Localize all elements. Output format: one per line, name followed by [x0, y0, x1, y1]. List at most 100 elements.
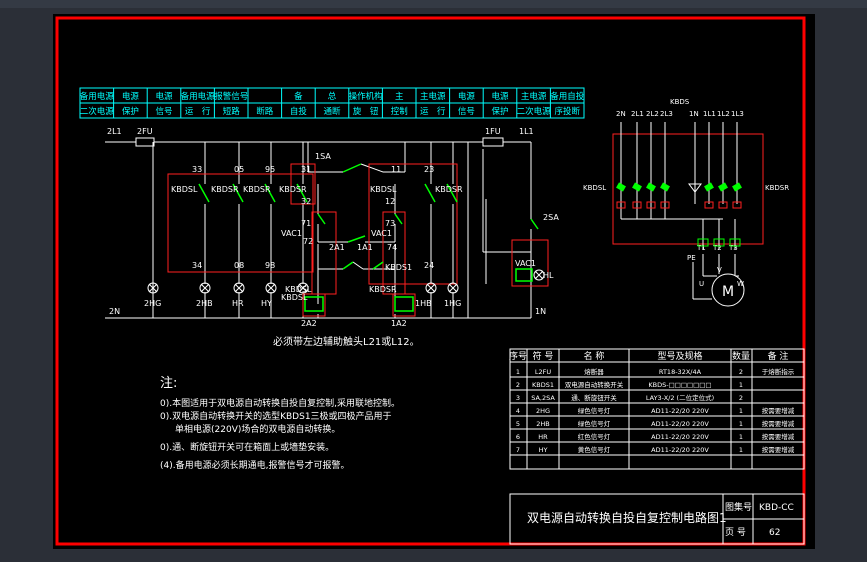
motor-top-1n: 1N: [689, 110, 699, 118]
header-cell-12-0: 电源: [491, 91, 509, 102]
fuse-2fu: [135, 137, 155, 147]
bom-cell-5-1: HR: [538, 433, 548, 441]
bom-header-4: 数量: [732, 350, 750, 362]
bom-cell-4-0: 5: [516, 420, 520, 428]
bom-cell-6-3: AD11-22/20 220V: [651, 446, 709, 454]
lamp-2hg-icon: [147, 282, 159, 294]
notes-title: 注:: [160, 376, 177, 391]
bom-cell-6-5: 按需要增减: [762, 445, 795, 454]
coil-vac1: [515, 268, 533, 282]
lamp-1hb-icon: [425, 282, 437, 294]
label-kbdsl-coil: KBDSL: [281, 293, 308, 302]
label-71: 71: [301, 219, 311, 228]
label-1fu: 1FU: [485, 127, 501, 136]
bom-cell-0-3: RT18-32X/4A: [659, 368, 702, 376]
bom-cell-3-0: 4: [516, 407, 520, 415]
label-33: 33: [192, 165, 202, 174]
label-hl: HL: [543, 271, 554, 280]
page-number: 62: [769, 528, 780, 538]
label-1sa: 1SA: [315, 152, 331, 161]
note-item-5: (4).备用电源必须长期通电,报警信号才可报警。: [160, 459, 349, 471]
bom-cell-4-5: 按需要增减: [762, 419, 795, 428]
lamp-1hg-icon: [447, 282, 459, 294]
bom-cell-1-0: 2: [516, 381, 520, 389]
bom-table: [509, 348, 805, 470]
label-2n: 2N: [109, 307, 120, 316]
bom-cell-4-3: AD11-22/20 220V: [651, 420, 709, 428]
fuse-1fu: [482, 137, 504, 147]
bom-header-1: 符 号: [533, 350, 554, 362]
label-kbdsr-1: KBDSR: [211, 185, 239, 194]
atlas-number-label: 图集号: [725, 501, 752, 513]
contacts: [198, 163, 539, 270]
control-circuit-wiring: [105, 141, 532, 319]
header-cell-4-0: 报警信号: [214, 91, 248, 102]
circuit-caption: 必须带左边辅助触头L21或L12。: [273, 335, 420, 348]
header-cell-8-0: 操作机构: [349, 91, 383, 102]
bom-cell-0-4: 2: [739, 368, 743, 376]
bom-cell-2-3: LAY3-X/2 (二位定位式): [646, 393, 714, 402]
header-cell-14-0: 备用自投: [550, 91, 585, 102]
bom-cell-2-2: 通、断旋钮开关: [571, 393, 617, 402]
label-05: 05: [234, 165, 244, 174]
notes-block: 注: 0).本图适用于双电源自动转换自投自复控制,采用联地控制。 0).双电源自…: [160, 376, 400, 471]
header-cell-12-1: 保护: [491, 106, 508, 117]
header-cell-9-1: 控制: [391, 106, 408, 117]
drawing-title: 双电源自动转换自投自复控制电路图1: [527, 510, 727, 525]
label-32: 32: [301, 197, 311, 206]
motor-top-1l1: 1L1: [703, 110, 716, 118]
bom-cell-5-4: 1: [739, 433, 743, 441]
bom-header-5: 备 注: [768, 350, 789, 362]
atlas-number: KBD-CC: [759, 503, 794, 513]
label-kbdsr-4: KBDSR: [435, 185, 463, 194]
header-cell-11-0: 电源: [458, 91, 476, 102]
note-item-4: 0).通、断旋钮开关可在箱面上或墙垫安装。: [160, 441, 334, 453]
header-cell-10-1: 运 行: [420, 106, 446, 117]
bom-cell-0-2: 熔断器: [584, 367, 604, 376]
motor-kbds-label: KBDS: [670, 98, 690, 106]
label-23: 23: [424, 165, 434, 174]
label-coil-kbdsl: KBDSL: [285, 285, 312, 294]
header-cell-13-1: 二次电源: [517, 106, 552, 117]
label-95: 95: [265, 165, 275, 174]
label-98: 98: [265, 261, 275, 270]
label-11: 11: [391, 165, 401, 174]
label-kbdsl-2: KBDSL: [370, 185, 397, 194]
header-cell-3-0: 备用电源: [181, 91, 216, 102]
header-cell-3-1: 运 行: [185, 106, 211, 117]
motor-top-2n: 2N: [616, 110, 626, 118]
window-top-strip: [0, 0, 867, 8]
label-12: 12: [385, 197, 395, 206]
header-cell-0-0: 备用电源: [80, 91, 115, 102]
coil-kbdsr: [394, 296, 414, 312]
motor-t1: T1: [696, 244, 706, 252]
label-2l1: 2L1: [107, 127, 122, 136]
header-cell-7-0: 总: [328, 91, 337, 102]
motor-w: W: [737, 280, 744, 288]
lamp-hr-icon: [233, 282, 245, 294]
header-cell-7-1: 通断: [323, 106, 341, 117]
bom-cell-6-2: 黄色信号灯: [578, 445, 611, 454]
bom-cell-6-1: HY: [539, 446, 548, 454]
header-cell-4-1: 短路: [223, 106, 241, 117]
bom-cell-4-1: 2HB: [536, 420, 549, 428]
motor-top-2l2: 2L2: [646, 110, 659, 118]
bom-cell-2-1: SA,2SA: [531, 394, 555, 402]
label-1hg: 1HG: [444, 299, 461, 308]
motor-top-2l1: 2L1: [631, 110, 644, 118]
bom-header-0: 序号: [509, 350, 527, 362]
label-kbds1: KBDS1: [385, 263, 412, 272]
label-1l1: 1L1: [519, 127, 534, 136]
label-vac1-right: VAC1: [371, 229, 392, 238]
note-item-1: 0).本图适用于双电源自动转换自投自复控制,采用联地控制。: [160, 397, 400, 409]
header-cell-0-1: 二次电源: [80, 106, 115, 117]
lamp-hl-icon: [533, 269, 545, 281]
label-1hb: 1HB: [415, 299, 432, 308]
coil-kbdsl: [304, 296, 324, 312]
motor-t2: T2: [712, 244, 722, 252]
label-74: 74: [387, 243, 397, 252]
header-cell-14-1: 序投断: [554, 106, 580, 117]
motor-top-1l2: 1L2: [717, 110, 730, 118]
label-hr: HR: [232, 299, 244, 308]
